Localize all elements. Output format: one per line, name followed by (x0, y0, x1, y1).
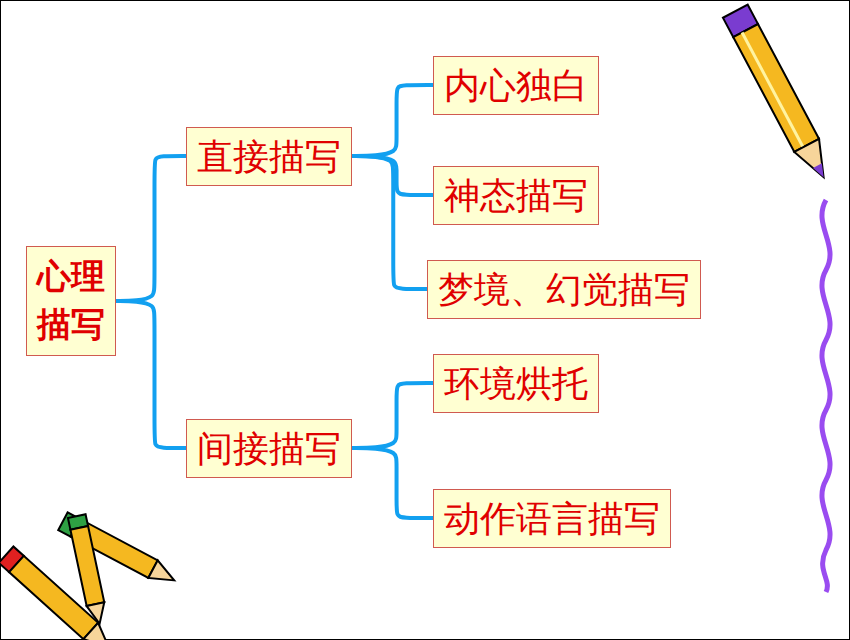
brace-connector (116, 301, 186, 448)
node-label: 内心独白 (444, 63, 588, 108)
root-box: 心理描写 (26, 246, 116, 355)
node-label: 心理描写 (37, 253, 105, 348)
pencil-icon (723, 5, 836, 184)
node-label: 间接描写 (197, 426, 341, 471)
branch-box: 直接描写 (186, 127, 352, 186)
node-label: 神态描写 (444, 173, 588, 218)
leaf-box: 神态描写 (433, 166, 599, 225)
leaf-box: 环境烘托 (433, 354, 599, 413)
wavy-line (822, 200, 830, 592)
brace-connector (352, 448, 433, 518)
node-label: 动作语言描写 (444, 496, 660, 541)
leaf-box: 内心独白 (433, 56, 599, 115)
brace-connector (352, 85, 433, 156)
pencil-icon (68, 514, 108, 625)
brace-connector (116, 156, 186, 301)
leaf-box: 动作语言描写 (433, 489, 671, 548)
node-label: 梦境、幻觉描写 (438, 267, 690, 312)
brace-connector (352, 383, 433, 448)
node-label: 环境烘托 (444, 361, 588, 406)
leaf-box: 梦境、幻觉描写 (427, 260, 701, 319)
node-label: 直接描写 (197, 134, 341, 179)
branch-box: 间接描写 (186, 419, 352, 478)
brace-connector (352, 156, 427, 289)
